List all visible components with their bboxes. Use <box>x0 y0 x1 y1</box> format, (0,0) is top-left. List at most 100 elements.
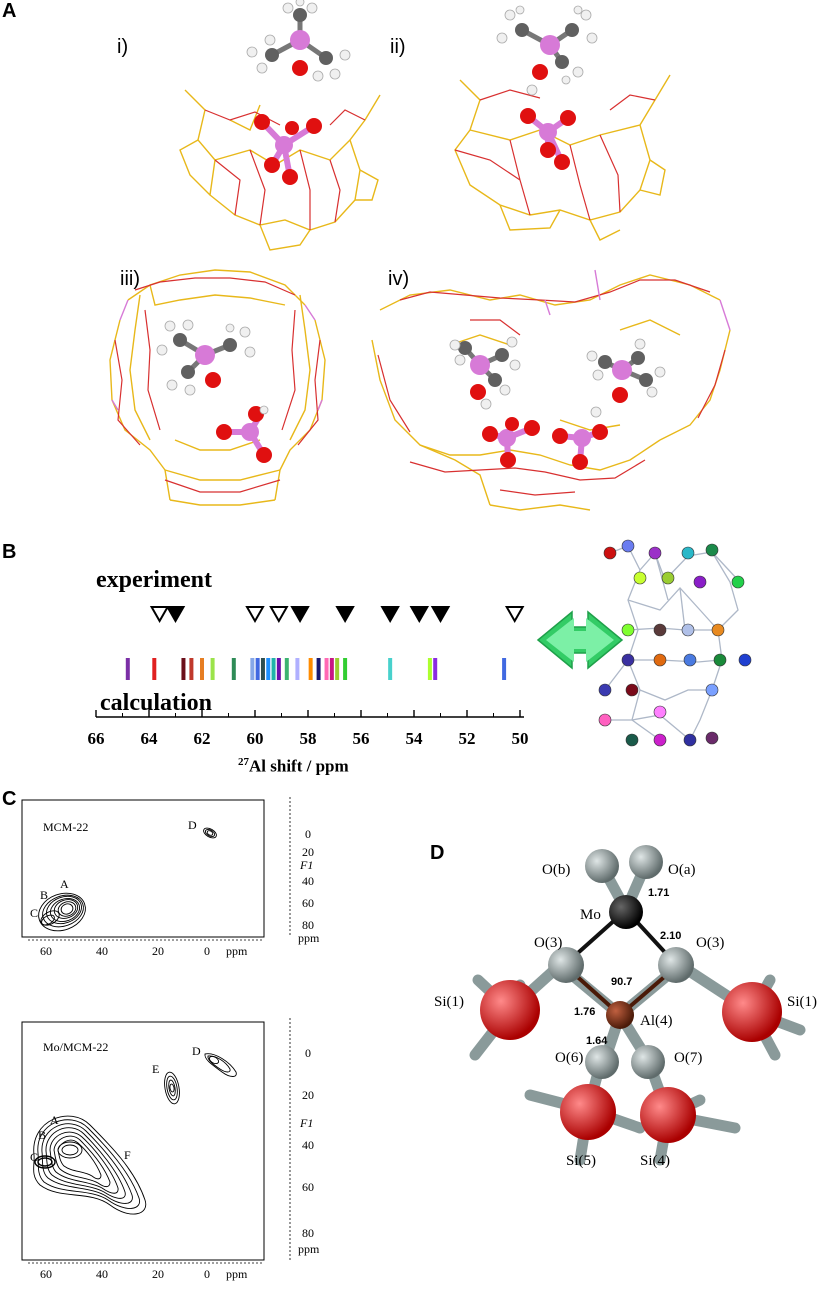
peak-b-top: B <box>40 888 49 902</box>
open-triangle-marker <box>269 606 289 624</box>
peak-a-bottom: A <box>50 1113 59 1127</box>
x-unit-bottom: ppm <box>226 1267 248 1281</box>
peak-b-bottom: B <box>38 1128 47 1142</box>
calc-shift-bar <box>250 658 255 680</box>
mo-mcm22-title: Mo/MCM-22 <box>43 1040 109 1054</box>
double-arrow-icon <box>536 610 624 670</box>
calc-shift-bar <box>260 658 265 680</box>
calc-shift-bar <box>181 658 186 680</box>
x-tick-label: 66 <box>88 729 105 748</box>
atom-o-b-label: O(b) <box>542 862 571 878</box>
calc-shift-bar <box>210 658 215 680</box>
x-tick-label: 58 <box>300 729 317 748</box>
filled-triangle-marker <box>165 606 186 624</box>
x-tick-label: 50 <box>512 729 529 748</box>
f1-label-bottom: F1 <box>300 1116 313 1131</box>
atom-al4-label: Al(4) <box>640 1013 673 1029</box>
x-tick-top-60: 60 <box>40 944 52 958</box>
atom-o6-label: O(6) <box>555 1050 584 1066</box>
x-tick-bottom-60: 60 <box>40 1267 52 1281</box>
subpanel-ii-structure <box>454 5 671 241</box>
x-tick-label: 62 <box>194 729 211 748</box>
y-unit-bottom: ppm <box>298 1242 320 1256</box>
x-tick-label: 52 <box>459 729 476 748</box>
y-tick-top-0: 0 <box>305 827 311 841</box>
filled-triangle-marker <box>430 606 451 624</box>
peak-d-top: D <box>188 818 197 832</box>
distance-al-o6: 1.64 <box>586 1035 608 1047</box>
atom-si1-right-label: Si(1) <box>787 994 817 1010</box>
calc-shift-bar <box>343 658 348 680</box>
filled-triangle-marker <box>380 606 400 624</box>
y-tick-top-20: 20 <box>302 845 314 859</box>
x-tick-label: 60 <box>247 729 264 748</box>
filled-triangle-marker <box>335 606 355 624</box>
y-tick-top-40: 40 <box>302 874 314 888</box>
calc-shift-bar <box>152 658 157 680</box>
calc-shift-bar <box>276 658 281 680</box>
distance-mo-oa: 1.71 <box>648 887 670 899</box>
peak-a-top: A <box>60 877 69 891</box>
x-axis-title-text: Al shift / ppm <box>249 756 349 776</box>
atom-o3-left-label: O(3) <box>534 935 563 951</box>
calc-shift-bar <box>335 658 340 680</box>
distance-al-o3: 1.76 <box>574 1006 596 1018</box>
calc-shift-bar <box>316 658 321 680</box>
x-unit-top: ppm <box>226 944 248 958</box>
peak-d-bottom: D <box>192 1044 201 1058</box>
atom-si5-label: Si(5) <box>566 1153 596 1169</box>
calc-shift-bar <box>284 658 289 680</box>
filled-triangle-marker <box>409 606 430 624</box>
calculation-label: calculation <box>100 690 212 716</box>
x-axis-title: 27Al shift / ppm <box>238 756 349 777</box>
calc-shift-bar <box>231 658 236 680</box>
subpanel-ii-label: ii) <box>390 36 406 58</box>
f1-label-top-text: F1 <box>300 858 314 872</box>
experiment-label: experiment <box>96 567 212 593</box>
atom-mo-label: Mo <box>580 907 601 923</box>
x-tick-top-0: 0 <box>204 944 210 958</box>
x-tick-label: 56 <box>353 729 370 748</box>
x-tick-label: 64 <box>141 729 159 748</box>
calc-shift-bar <box>200 658 204 680</box>
peak-f-bottom: F <box>124 1148 131 1162</box>
y-tick-bottom-80: 80 <box>302 1226 314 1240</box>
panel-c-letter: C <box>2 788 17 810</box>
calc-shift-bar <box>324 658 329 680</box>
calc-shift-bar <box>427 658 432 680</box>
atom-si1-left-label: Si(1) <box>434 994 464 1010</box>
calc-shift-bar <box>308 658 313 680</box>
atom-o3-right-label: O(3) <box>696 935 725 951</box>
x-tick-bottom-20: 20 <box>152 1267 164 1281</box>
panel-a-letter: A <box>2 0 17 22</box>
y-tick-bottom-40: 40 <box>302 1138 314 1152</box>
calc-shift-bar <box>295 658 300 680</box>
calc-shift-bar <box>125 658 130 680</box>
calc-shift-bar <box>255 658 260 680</box>
open-triangle-marker <box>149 606 170 624</box>
atom-o7-label: O(7) <box>674 1050 703 1066</box>
x-tick-top-40: 40 <box>96 944 108 958</box>
calc-shift-bar <box>502 658 507 680</box>
y-tick-top-60: 60 <box>302 896 314 910</box>
angle-o-al-o: 90.7 <box>611 976 633 988</box>
y-tick-top-80: 80 <box>302 918 314 932</box>
f1-label-top: F1 <box>300 858 313 873</box>
open-triangle-marker <box>245 606 265 624</box>
subpanel-i-label: i) <box>117 36 129 58</box>
x-axis-title-superscript: 27 <box>238 756 249 768</box>
subpanel-i-structure <box>179 0 381 251</box>
al-site-cluster-diagram <box>598 539 752 747</box>
y-unit-top: ppm <box>298 931 320 945</box>
distance-mo-o3: 2.10 <box>660 930 682 942</box>
calc-shift-bar <box>271 658 276 680</box>
subpanel-iv-label: iv) <box>388 268 410 290</box>
calc-shift-bar <box>266 658 271 680</box>
x-tick-bottom-0: 0 <box>204 1267 210 1281</box>
open-triangle-marker <box>504 606 525 624</box>
panel-b-letter: B <box>2 541 17 563</box>
x-tick-top-20: 20 <box>152 944 164 958</box>
peak-c-bottom: C <box>30 1150 39 1164</box>
